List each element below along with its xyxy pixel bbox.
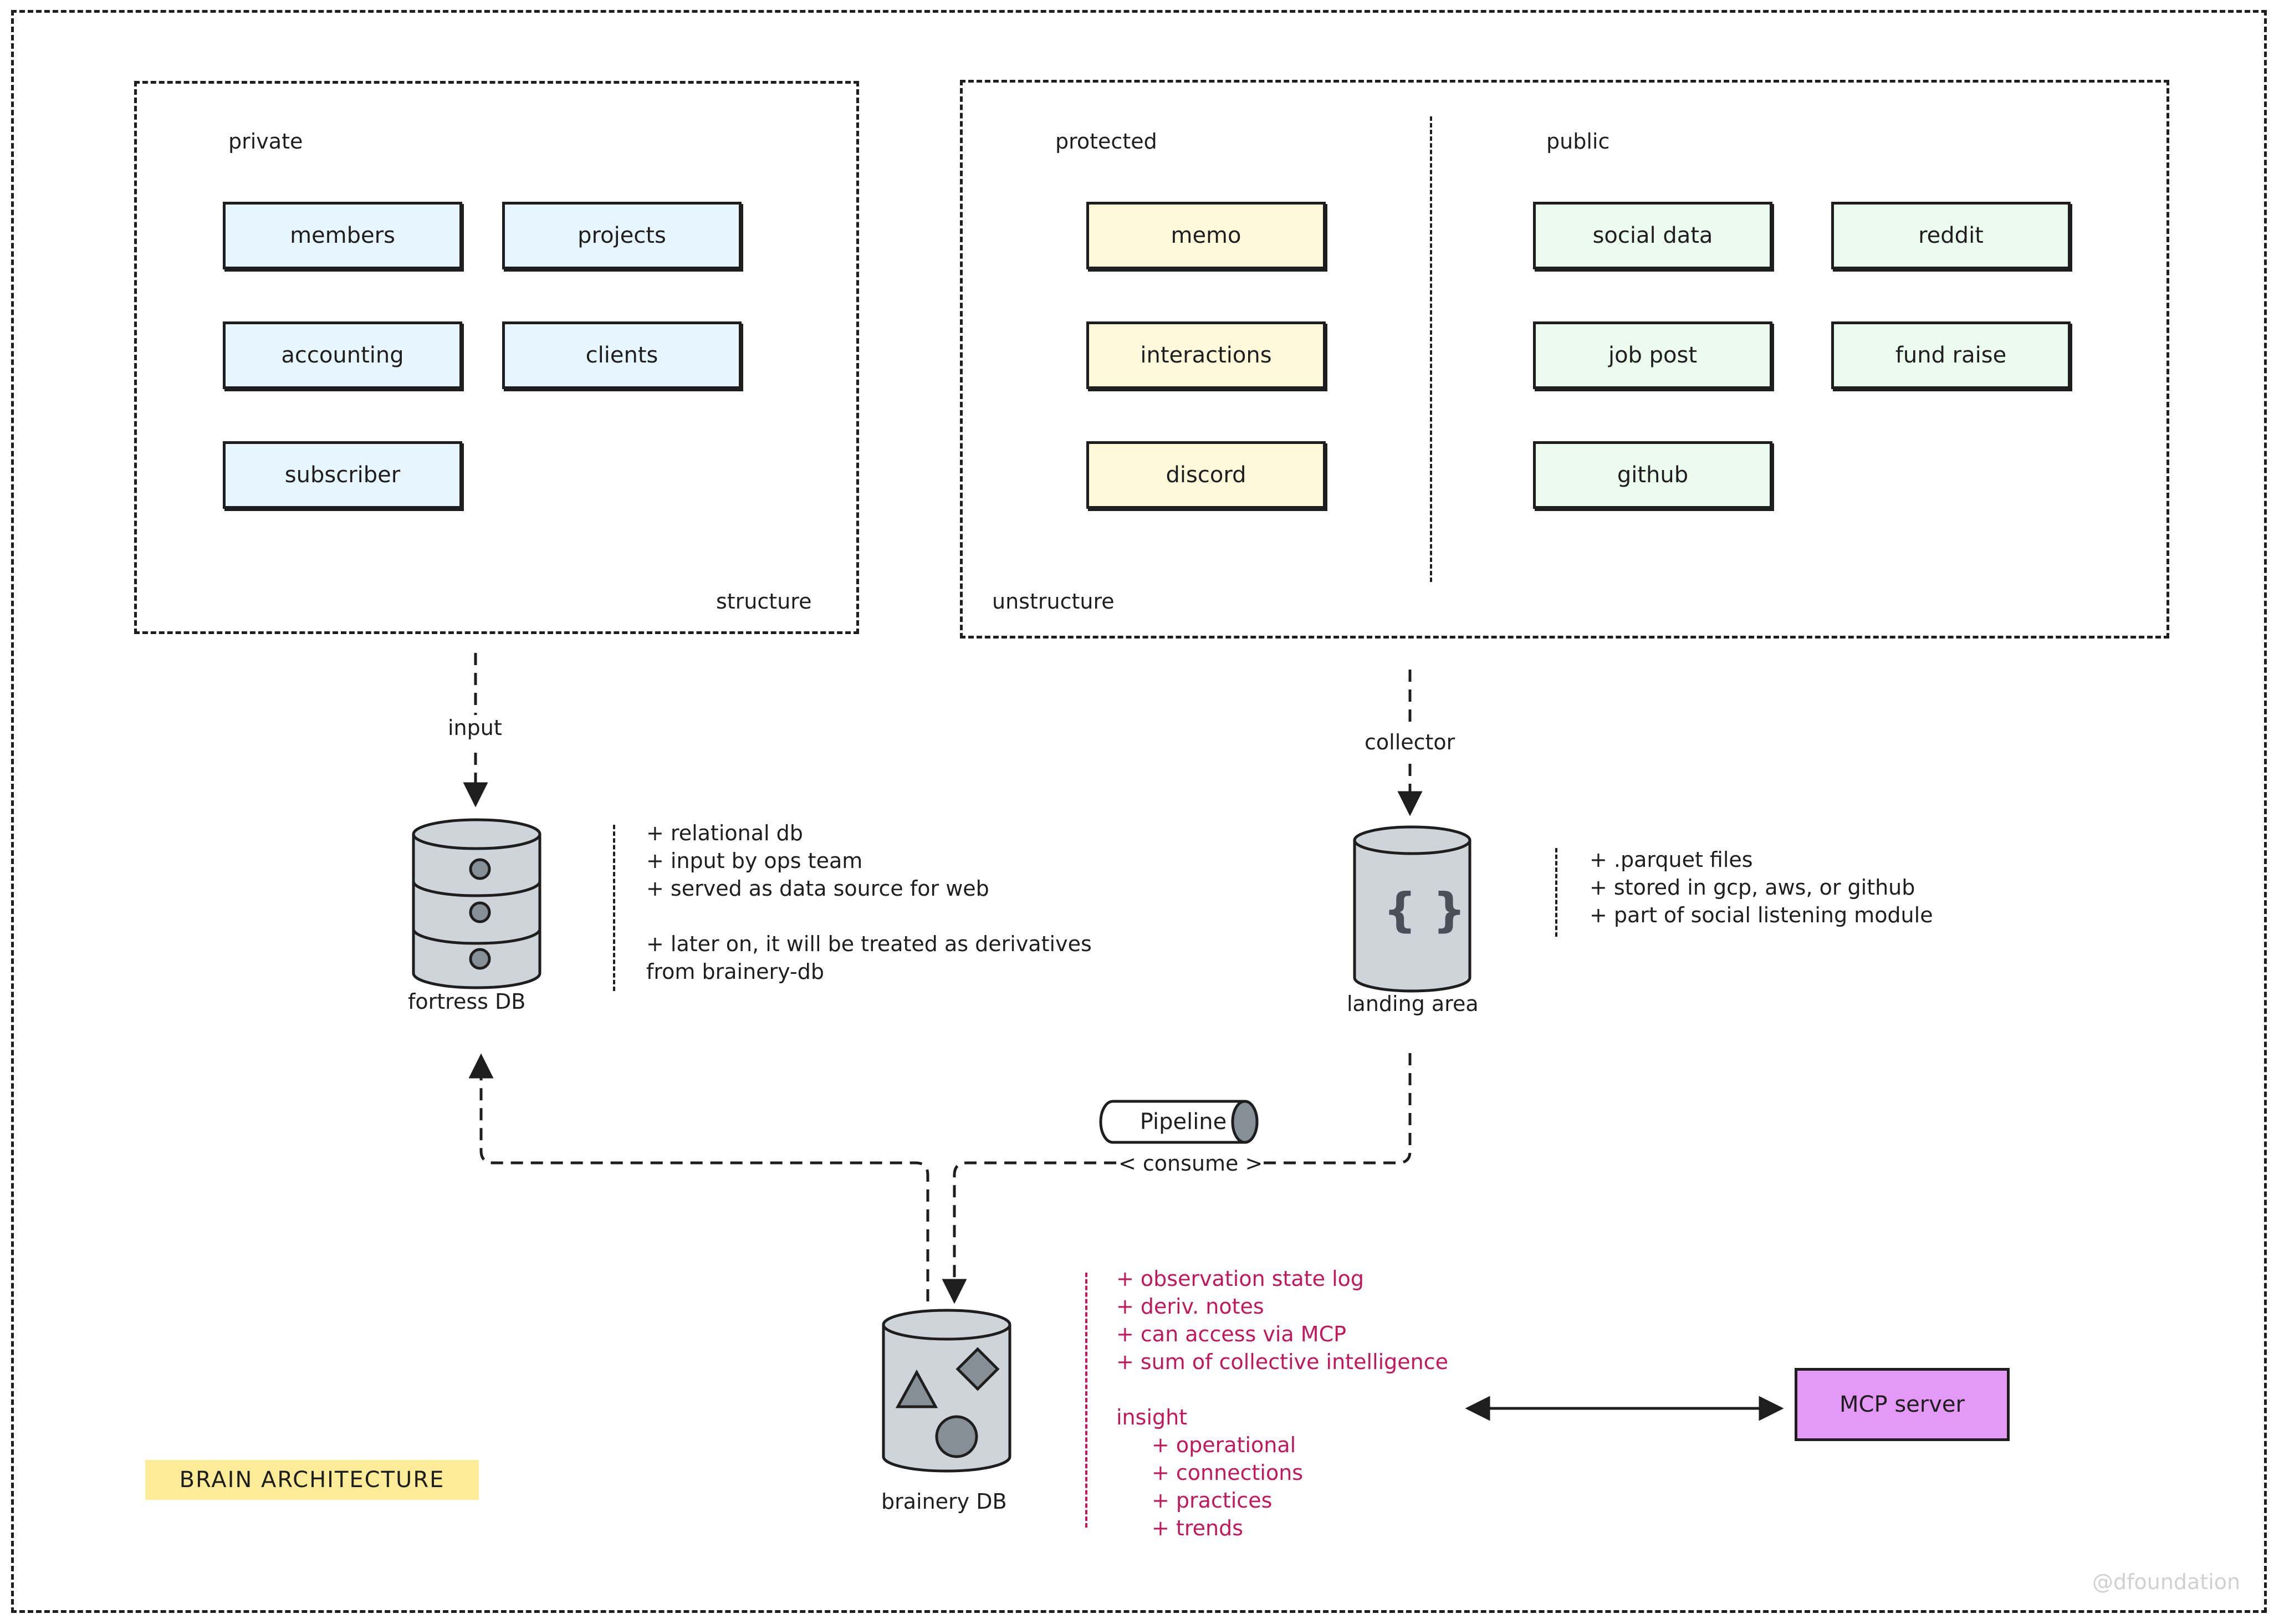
input-label: input bbox=[448, 716, 502, 740]
mcp-server-box: MCP server bbox=[1795, 1368, 2010, 1441]
collector-label: collector bbox=[1365, 730, 1455, 754]
pipeline-label: Pipeline bbox=[1140, 1109, 1227, 1135]
fortress-db-label: fortress DB bbox=[408, 989, 526, 1014]
brainery-to-fortress-arrow bbox=[468, 1053, 929, 1301]
card-job-post: job post bbox=[1533, 321, 1772, 389]
landing-note-line: + part of social listening module bbox=[1590, 903, 1933, 927]
card-subscriber: subscriber bbox=[223, 441, 462, 509]
brain-architecture-title: BRAIN ARCHITECTURE bbox=[145, 1460, 479, 1500]
insight-title: insight bbox=[1116, 1405, 1188, 1429]
card-members: members bbox=[223, 202, 462, 269]
card-social-data: social data bbox=[1533, 202, 1772, 269]
structure-caption: structure bbox=[716, 589, 812, 614]
fortress-notes-divider bbox=[613, 825, 615, 991]
private-structure-group bbox=[134, 81, 859, 634]
landing-note-line: + stored in gcp, aws, or github bbox=[1590, 875, 1915, 900]
card-projects: projects bbox=[502, 202, 742, 269]
card-accounting: accounting bbox=[223, 321, 462, 389]
landing-note-line: + .parquet files bbox=[1590, 847, 1753, 872]
brainery-note-spacer bbox=[1116, 1376, 1448, 1403]
brainery-note-line: + deriv. notes bbox=[1116, 1294, 1264, 1319]
fortress-note-line bbox=[646, 902, 1092, 930]
insight-line: + operational bbox=[1152, 1433, 1296, 1457]
card-interactions: interactions bbox=[1086, 321, 1326, 389]
landing-area-label: landing area bbox=[1347, 992, 1479, 1016]
landing-notes-divider bbox=[1555, 848, 1557, 937]
card-github: github bbox=[1533, 441, 1772, 509]
watermark: @dfoundation bbox=[2092, 1570, 2241, 1594]
insight-line: + trends bbox=[1152, 1516, 1243, 1540]
card-clients: clients bbox=[502, 321, 742, 389]
brainery-note-line: + observation state log bbox=[1116, 1266, 1365, 1291]
fortress-note-line: + served as data source for web bbox=[646, 876, 989, 901]
brainery-db-icon bbox=[882, 1309, 1011, 1473]
pipeline-icon bbox=[1099, 1100, 1259, 1144]
card-fund-raise: fund raise bbox=[1831, 321, 2071, 389]
outer-frame bbox=[11, 10, 2267, 1613]
fortress-notes: + relational db + input by ops team + se… bbox=[646, 819, 1092, 985]
insight-line: + practices bbox=[1152, 1488, 1273, 1513]
card-reddit: reddit bbox=[1831, 202, 2071, 269]
landing-area-icon bbox=[1353, 825, 1471, 993]
consume-label: < consume > bbox=[1118, 1151, 1263, 1176]
protected-title: protected bbox=[1055, 129, 1157, 154]
landing-notes: + .parquet files + stored in gcp, aws, o… bbox=[1590, 846, 1933, 929]
fortress-db-icon bbox=[412, 818, 541, 989]
insight-line: + connections bbox=[1152, 1460, 1304, 1485]
unstructure-caption: unstructure bbox=[992, 589, 1115, 614]
brainery-note-line: + sum of collective intelligence bbox=[1116, 1350, 1448, 1374]
unstructured-group bbox=[960, 80, 2169, 639]
brainery-db-label: brainery DB bbox=[881, 1489, 1007, 1514]
brainery-notes-divider bbox=[1085, 1273, 1087, 1528]
card-memo: memo bbox=[1086, 202, 1326, 269]
fortress-note-line: + input by ops team bbox=[646, 849, 863, 873]
landing-to-brainery-arrow bbox=[942, 1053, 1412, 1304]
fortress-note-line: from brainery-db bbox=[646, 959, 824, 984]
private-title: private bbox=[228, 129, 303, 154]
brainery-note-line: + can access via MCP bbox=[1116, 1322, 1347, 1346]
public-title: public bbox=[1546, 129, 1610, 154]
fortress-note-line: + later on, it will be treated as deriva… bbox=[646, 932, 1092, 956]
fortress-note-line: + relational db bbox=[646, 821, 803, 845]
protected-public-divider bbox=[1430, 116, 1432, 582]
landing-braces-icon: { } bbox=[1383, 883, 1466, 937]
brainery-notes: + observation state log + deriv. notes +… bbox=[1116, 1265, 1448, 1542]
card-discord: discord bbox=[1086, 441, 1326, 509]
